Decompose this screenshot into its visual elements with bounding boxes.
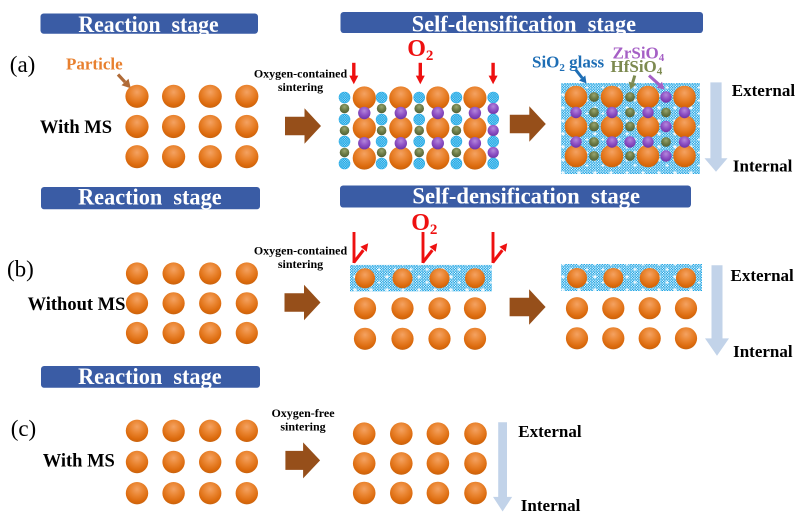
svg-text:Internal: Internal [733, 156, 793, 175]
svg-text:Reaction stage: Reaction stage [78, 12, 218, 37]
svg-text:Without MS: Without MS [28, 295, 126, 315]
svg-text:HfSiO4: HfSiO4 [611, 57, 663, 78]
svg-text:Particle: Particle [66, 55, 123, 74]
svg-text:(b): (b) [7, 257, 34, 282]
svg-text:External: External [518, 422, 582, 441]
svg-text:With MS: With MS [43, 452, 115, 472]
svg-text:Internal: Internal [521, 496, 581, 515]
svg-text:Internal: Internal [733, 342, 793, 361]
svg-text:Oxygen-contained: Oxygen-contained [254, 67, 348, 81]
svg-text:sintering: sintering [280, 420, 325, 434]
svg-text:Reaction stage: Reaction stage [78, 185, 222, 210]
svg-text:External: External [731, 266, 795, 285]
svg-text:sintering: sintering [278, 80, 323, 94]
svg-text:Oxygen-free: Oxygen-free [271, 406, 335, 420]
svg-text:ZrSiO4: ZrSiO4 [613, 44, 665, 65]
svg-text:Reaction stage: Reaction stage [78, 364, 222, 389]
svg-text:External: External [732, 81, 796, 100]
svg-text:Self-densification stage: Self-densification stage [412, 11, 636, 36]
svg-text:SiO2 glass: SiO2 glass [532, 53, 604, 75]
svg-text:With MS: With MS [40, 118, 112, 138]
svg-text:sintering: sintering [278, 257, 323, 271]
svg-text:(a): (a) [10, 52, 36, 77]
svg-text:Self-densification stage: Self-densification stage [412, 183, 640, 208]
svg-text:Oxygen-contained: Oxygen-contained [254, 244, 348, 258]
svg-text:(c): (c) [11, 416, 37, 441]
